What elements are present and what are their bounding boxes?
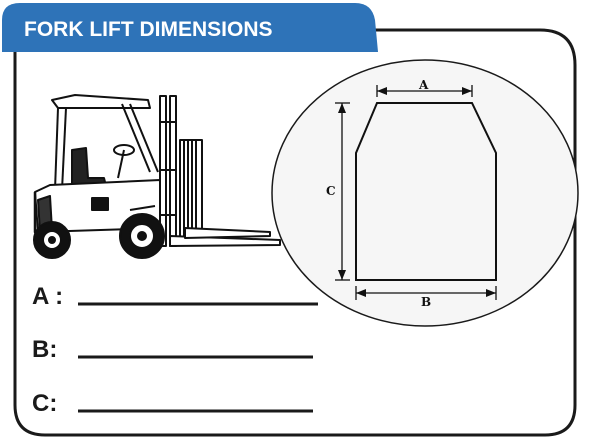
fork-cross-section-diagram: A B C [271,59,579,327]
fork-profile [355,102,497,281]
dimension-c [335,102,350,281]
dimension-a-label: A [418,78,429,92]
field-c: C: [32,390,313,417]
dimension-a [376,85,473,97]
page-title: FORK LIFT DIMENSIONS [24,18,273,41]
dimension-b-label: B [421,295,431,309]
forklift-illustration [33,94,281,259]
field-a: A : [32,283,318,310]
dimension-b [355,286,497,300]
diagram-circle [271,59,579,327]
dimension-c-label: C [326,184,336,198]
field-a-label: A : [32,283,63,310]
card-border [13,28,577,437]
field-c-label: C: [32,390,57,417]
field-b-label: B: [32,336,57,363]
header-tab [2,3,378,52]
field-b: B: [32,336,313,363]
